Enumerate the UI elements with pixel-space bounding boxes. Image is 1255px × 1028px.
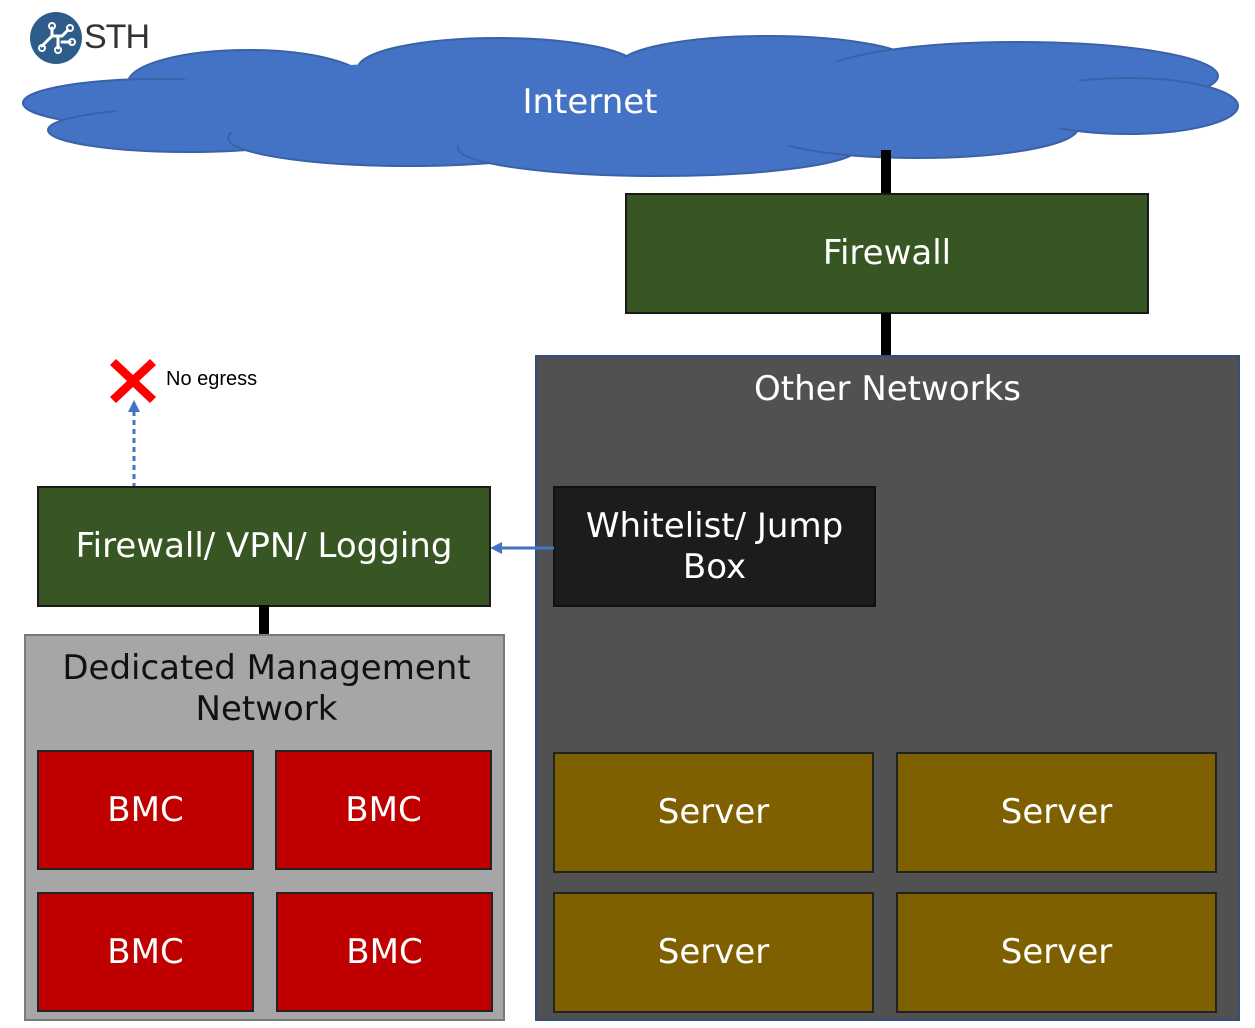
server-node: Server <box>553 752 874 873</box>
mgmt-network-label: Dedicated Management Network <box>62 648 471 729</box>
bmc-label: BMC <box>107 931 184 972</box>
bmc-node: BMC <box>276 892 493 1012</box>
jump-box-label: Whitelist/ Jump Box <box>585 505 844 587</box>
bmc-node: BMC <box>37 750 254 870</box>
server-label: Server <box>657 792 770 833</box>
other-networks-label: Other Networks <box>753 369 1022 409</box>
firewall-node: Firewall <box>625 193 1149 314</box>
red-x-icon <box>110 359 156 403</box>
sth-logo: STH <box>28 10 150 66</box>
bmc-label: BMC <box>107 789 184 830</box>
mgmt-firewall-label: Firewall/ VPN/ Logging <box>75 526 453 567</box>
jump-box-node: Whitelist/ Jump Box <box>553 486 876 607</box>
bmc-node: BMC <box>275 750 492 870</box>
server-node: Server <box>896 892 1217 1013</box>
server-label: Server <box>1000 932 1113 973</box>
circuit-logo-icon <box>30 12 82 64</box>
arrow-no-egress <box>128 400 140 488</box>
cloud-icon <box>22 35 1239 177</box>
mgmt-firewall-node: Firewall/ VPN/ Logging <box>37 486 491 607</box>
link-firewall-mgmt-network <box>259 605 269 637</box>
link-internet-firewall <box>881 150 891 196</box>
link-firewall-other-networks <box>881 313 891 357</box>
logo-text: STH <box>84 18 150 56</box>
bmc-label: BMC <box>345 789 422 830</box>
bmc-label: BMC <box>346 931 423 972</box>
bmc-node: BMC <box>37 892 254 1012</box>
server-node: Server <box>553 892 874 1013</box>
server-label: Server <box>657 932 770 973</box>
internet-label: Internet <box>522 82 658 122</box>
firewall-label: Firewall <box>822 233 952 274</box>
server-label: Server <box>1000 792 1113 833</box>
arrow-jumpbox-to-firewall <box>490 542 554 554</box>
server-node: Server <box>896 752 1217 873</box>
no-egress-label: No egress <box>166 368 258 390</box>
